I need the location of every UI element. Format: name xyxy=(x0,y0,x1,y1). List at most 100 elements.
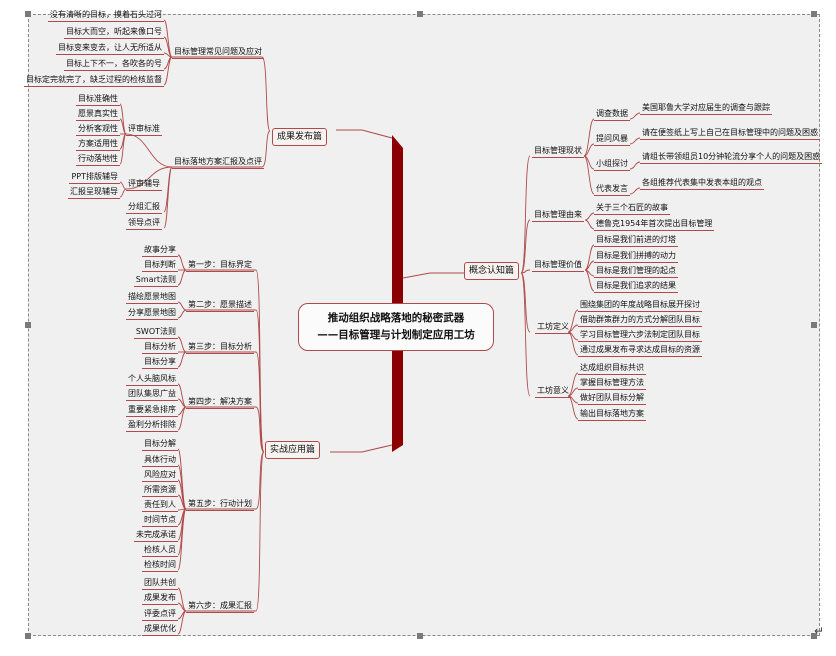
leaf-step[interactable]: 检核时间 xyxy=(142,559,178,572)
connector xyxy=(125,133,173,168)
connector xyxy=(336,129,393,139)
leaf-step[interactable]: 风险应对 xyxy=(142,469,178,482)
leaf-value[interactable]: 目标是我们前进的灯塔 xyxy=(594,234,678,247)
connector xyxy=(186,269,265,453)
status-leaf[interactable]: 各组推荐代表集中发表本组的观点 xyxy=(640,177,764,190)
leaf-step[interactable]: 故事分享 xyxy=(142,244,178,257)
connector xyxy=(629,187,641,195)
leaf-step[interactable]: 未完成承诺 xyxy=(134,529,178,542)
leaf-step[interactable]: 所需资源 xyxy=(142,484,178,497)
group-report[interactable]: 分组汇报 xyxy=(126,201,162,214)
leaf-step[interactable]: 评委点评 xyxy=(142,608,178,621)
group-review-coach[interactable]: 评审辅导 xyxy=(126,178,162,191)
leaf-step[interactable]: 目标分解 xyxy=(142,438,178,451)
resize-handle-bc[interactable] xyxy=(417,633,423,639)
sub-definition[interactable]: 工坊定义 xyxy=(535,321,571,334)
leaf-meaning[interactable]: 做好团队目标分解 xyxy=(578,392,646,405)
leaf-standard[interactable]: 行动落地性 xyxy=(76,153,120,166)
connector xyxy=(330,444,393,453)
leaf-problem[interactable]: 目标变来变去，让人无所适从 xyxy=(56,42,164,55)
leaf-step[interactable]: 成果优化 xyxy=(142,623,178,636)
leaf-definition[interactable]: 借助群策群力的方式分解团队目标 xyxy=(578,314,702,327)
leaf-step[interactable]: 描绘愿景地图 xyxy=(126,291,178,304)
leaf-problem[interactable]: 目标上下不一，各吹各的号 xyxy=(64,58,164,71)
leaf-problem[interactable]: 目标定完就完了，缺乏过程的检核监督 xyxy=(24,74,164,87)
branch-shizhan[interactable]: 实战应用篇 xyxy=(265,441,321,459)
status-item[interactable]: 小组探讨 xyxy=(594,158,630,171)
leaf-step[interactable]: Smart法则 xyxy=(133,274,178,287)
sub-plan-report[interactable]: 目标落地方案汇报及点评 xyxy=(172,156,264,169)
leaf-step[interactable]: 团队集思广益 xyxy=(126,388,178,401)
leaf-standard[interactable]: 愿景真实性 xyxy=(76,108,120,121)
sub-common-problems[interactable]: 目标管理常见问题及应对 xyxy=(172,46,264,59)
sub-value[interactable]: 目标管理价值 xyxy=(532,259,584,272)
connector xyxy=(177,406,187,431)
leaf-step[interactable]: 分享愿景地图 xyxy=(126,307,178,320)
sub-origin[interactable]: 目标管理由来 xyxy=(532,209,584,222)
connector xyxy=(177,301,187,311)
leaf-step[interactable]: 责任到人 xyxy=(142,499,178,512)
step-s4[interactable]: 第四步：解决方案 xyxy=(186,396,254,409)
status-leaf[interactable]: 请在便签纸上写上自己在目标管理中的问题及困惑 xyxy=(640,127,820,140)
connector xyxy=(629,112,641,120)
leaf-problem[interactable]: 没有清晰的目标，摸着石头过河 xyxy=(48,9,164,22)
resize-handle-br[interactable] xyxy=(811,633,817,639)
leaf-meaning[interactable]: 达成组织目标共识 xyxy=(578,362,646,375)
leaf-problem[interactable]: 目标大而空，听起来像口号 xyxy=(64,26,164,39)
leaf-value[interactable]: 目标是我们追求的结果 xyxy=(594,280,678,293)
branch-gainian[interactable]: 概念认知篇 xyxy=(464,262,520,280)
leaf-origin[interactable]: 关于三个石匠的故事 xyxy=(594,202,670,215)
resize-handle-bl[interactable] xyxy=(25,633,31,639)
leaf-step[interactable]: 盈利分析排除 xyxy=(126,419,178,432)
leaf-step[interactable]: 团队共创 xyxy=(142,577,178,590)
leaf-standard[interactable]: 目标准确性 xyxy=(76,93,120,106)
status-item[interactable]: 调查数据 xyxy=(594,108,630,121)
status-item[interactable]: 提问风暴 xyxy=(594,133,630,146)
leaf-definition[interactable]: 学习目标管理六步法制定团队目标 xyxy=(578,329,702,342)
branch-chengguo[interactable]: 成果发布篇 xyxy=(272,128,328,146)
resize-handle-tr[interactable] xyxy=(811,11,817,17)
leaf-origin[interactable]: 德鲁克1954年首次提出目标管理 xyxy=(594,218,715,231)
resize-handle-tc[interactable] xyxy=(417,11,423,17)
leaf-step[interactable]: 检核人员 xyxy=(142,544,178,557)
step-s6[interactable]: 第六步：成果汇报 xyxy=(186,600,254,613)
leaf-definition[interactable]: 围绕集团的年度战略目标展开探讨 xyxy=(578,299,702,312)
step-s3[interactable]: 第三步：目标分析 xyxy=(186,341,254,354)
connector xyxy=(163,36,173,58)
leaf-step[interactable]: 目标分析 xyxy=(142,341,178,354)
leaf-value[interactable]: 目标是我们管理的起点 xyxy=(594,265,678,278)
leaf-coach[interactable]: 汇报呈现辅导 xyxy=(68,186,120,199)
status-item[interactable]: 代表发言 xyxy=(594,183,630,196)
leaf-standard[interactable]: 方案适用性 xyxy=(76,138,120,151)
group-leader-review[interactable]: 领导点评 xyxy=(126,217,162,230)
resize-handle-ml[interactable] xyxy=(25,322,31,328)
resize-handle-tl[interactable] xyxy=(25,11,31,17)
sub-meaning[interactable]: 工坊意义 xyxy=(535,385,571,398)
leaf-definition[interactable]: 通过成果发布寻求达成目标的资源 xyxy=(578,344,702,357)
leaf-step[interactable]: 具体行动 xyxy=(142,454,178,467)
step-s1[interactable]: 第一步：目标界定 xyxy=(186,259,254,272)
step-s2[interactable]: 第二步：愿景描述 xyxy=(186,299,254,312)
step-s5[interactable]: 第五步：行动计划 xyxy=(186,498,254,511)
status-leaf[interactable]: 请组长带领组员10分钟轮流分享个人的问题及困惑 xyxy=(640,151,823,164)
leaf-step[interactable]: 目标分享 xyxy=(142,356,178,369)
group-review-standard[interactable]: 评审标准 xyxy=(126,123,162,136)
leaf-step[interactable]: SWOT法则 xyxy=(133,326,178,339)
leaf-meaning[interactable]: 掌握目标管理方法 xyxy=(578,377,646,390)
sub-status[interactable]: 目标管理现状 xyxy=(532,145,584,158)
connector xyxy=(584,219,595,230)
leaf-value[interactable]: 目标是我们拼搏的动力 xyxy=(594,250,678,263)
connector xyxy=(172,130,271,168)
leaf-step[interactable]: 成果发布 xyxy=(142,592,178,605)
resize-handle-mr[interactable] xyxy=(811,322,817,328)
leaf-step[interactable]: 时间节点 xyxy=(142,514,178,527)
leaf-step[interactable]: 重要紧急排序 xyxy=(126,404,178,417)
leaf-step[interactable]: 目标判断 xyxy=(142,259,178,272)
central-topic[interactable]: 推动组织战略落地的秘密武器 ——目标管理与计划制定应用工坊 xyxy=(298,303,494,351)
status-leaf[interactable]: 美国耶鲁大学对应届生的调查与跟踪 xyxy=(640,102,772,115)
leaf-step[interactable]: 个人头脑风标 xyxy=(126,373,178,386)
leaf-standard[interactable]: 分析客观性 xyxy=(76,123,120,136)
leaf-meaning[interactable]: 输出目标落地方案 xyxy=(578,408,646,421)
leaf-coach[interactable]: PPT排版辅导 xyxy=(69,171,120,184)
